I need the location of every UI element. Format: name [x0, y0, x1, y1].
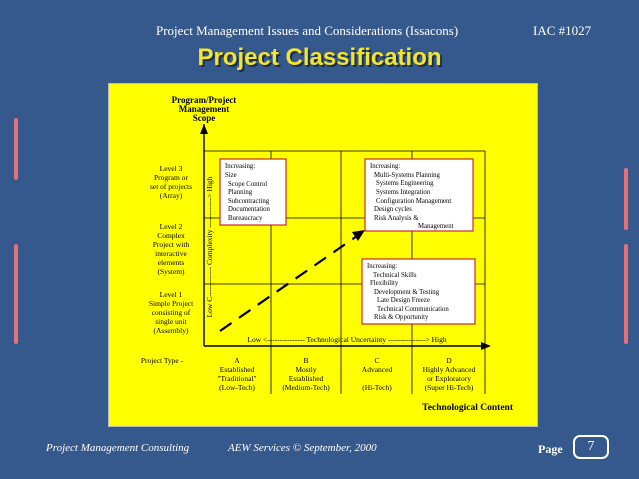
- box-scope-line-4: Planning: [228, 189, 253, 196]
- type-a-line-1: A: [234, 356, 240, 365]
- box-technical-line-2: Technical Skills: [373, 272, 417, 279]
- left-decoration-top: [14, 118, 18, 180]
- type-d-line-1: D: [446, 356, 452, 365]
- box-systems-line-3: Systems Engineering: [376, 180, 434, 187]
- type-c-line-1: C: [374, 356, 379, 365]
- level-2-line-6: (System): [157, 267, 185, 276]
- page-label: Page: [538, 442, 563, 456]
- box-systems-line-6: Design cycles: [374, 206, 412, 213]
- level-1-line-4: single unit: [155, 317, 187, 326]
- right-decoration-bottom: [624, 244, 628, 344]
- project-types: A Established "Traditional" (Low-Tech) B…: [217, 356, 475, 392]
- classification-diagram: Program/Project Management Scope Low C--…: [108, 83, 538, 427]
- footer-company: Project Management Consulting: [46, 442, 190, 454]
- type-b-line-3: Established: [289, 374, 324, 383]
- y-axis-title-line-2: Management: [179, 104, 230, 114]
- box-technical-line-3: Flexibility: [370, 280, 399, 287]
- box-technical-line-6: Technical Communication: [377, 306, 449, 313]
- box-technical-line-1: Increasing:: [367, 263, 397, 270]
- right-decoration-top: [624, 168, 628, 230]
- box-technical-line-5: Late Design Freeze: [377, 297, 430, 304]
- level-1-line-5: (Assembly): [154, 326, 189, 335]
- type-d-line-2: Highly Advanced: [423, 365, 476, 374]
- type-a-line-2: Established: [220, 365, 255, 374]
- type-a-line-4: (Low-Tech): [219, 383, 255, 392]
- uncertainty-axis-label: Low <--------------- Technological Uncer…: [247, 335, 446, 344]
- box-systems-line-5: Configuration Management: [376, 198, 451, 205]
- box-systems-line-1: Increasing:: [370, 163, 400, 170]
- x-axis-title: Technological Content: [422, 403, 514, 413]
- level-3-line-3: set of projects: [150, 182, 192, 191]
- type-d-line-4: (Super Hi-Tech): [425, 383, 474, 392]
- page-number: 7: [573, 435, 609, 459]
- box-systems-line-2: Multi-Systems Planning: [374, 172, 440, 179]
- box-scope-line-2: Size: [225, 172, 237, 179]
- complexity-axis-label: Low C------------ Complexity -----------…: [205, 176, 214, 317]
- level-1-line-3: consisting of: [152, 308, 191, 317]
- type-b-line-1: B: [303, 356, 308, 365]
- left-decoration-bottom: [14, 244, 18, 344]
- trend-arrowhead: [352, 230, 365, 241]
- header-title: Project Management Issues and Considerat…: [156, 23, 459, 38]
- level-3-line-4: (Array): [160, 191, 183, 200]
- project-type-label: Project Type -: [141, 356, 184, 365]
- level-2-line-4: interactive: [155, 249, 187, 258]
- box-technical-line-4: Development & Testing: [374, 289, 440, 296]
- y-axis-title-line-3: Scope: [193, 113, 216, 123]
- diagram-canvas: Program/Project Management Scope Low C--…: [141, 95, 514, 413]
- box-scope-line-7: Bureaucracy: [228, 215, 263, 222]
- footer-copyright: AEW Services © September, 2000: [228, 442, 377, 454]
- header-code: IAC #1027: [533, 23, 592, 38]
- box-scope-line-1: Increasing:: [225, 163, 255, 170]
- type-b-line-2: Mostly: [295, 365, 317, 374]
- level-1-line-1: Level 1: [160, 290, 183, 299]
- box-systems-line-8: Management: [418, 223, 454, 230]
- level-1-line-2: Simple Project: [149, 299, 194, 308]
- box-systems-line-4: Systems Integration: [376, 189, 431, 196]
- level-labels: Level 3 Program or set of projects (Arra…: [149, 164, 194, 335]
- level-2-line-5: elements: [158, 258, 185, 267]
- y-axis-title-line-1: Program/Project: [172, 95, 237, 105]
- type-b-line-4: (Medium-Tech): [282, 383, 330, 392]
- box-systems: Increasing: Multi-Systems Planning Syste…: [364, 158, 474, 232]
- x-axis-arrowhead: [481, 342, 491, 350]
- box-scope-line-6: Documentation: [228, 206, 271, 213]
- level-2-line-3: Project with: [153, 240, 190, 249]
- type-c-line-2: Advanced: [362, 365, 393, 374]
- y-axis-arrowhead: [200, 124, 208, 134]
- level-3-line-2: Program or: [154, 173, 188, 182]
- type-a-line-3: "Traditional": [217, 374, 256, 383]
- trend-arrow: [219, 235, 358, 332]
- level-2-line-2: Complex: [157, 231, 185, 240]
- box-scope-line-3: Scope Control: [228, 181, 267, 188]
- slide-title: Project Classification: [197, 44, 442, 71]
- type-d-line-3: or Exploratory: [427, 374, 471, 383]
- level-3-line-1: Level 3: [160, 164, 183, 173]
- box-technical: Increasing: Technical Skills Flexibility…: [361, 258, 476, 325]
- box-scope-line-5: Subcontracting: [228, 198, 270, 205]
- level-2-line-1: Level 2: [160, 222, 183, 231]
- box-technical-line-7: Risk & Opportunity: [374, 314, 429, 321]
- box-systems-line-7: Risk Analysis &: [374, 215, 419, 222]
- box-scope: Increasing: Size Scope Control Planning …: [219, 158, 287, 226]
- type-c-line-4: (Hi-Tech): [362, 383, 392, 392]
